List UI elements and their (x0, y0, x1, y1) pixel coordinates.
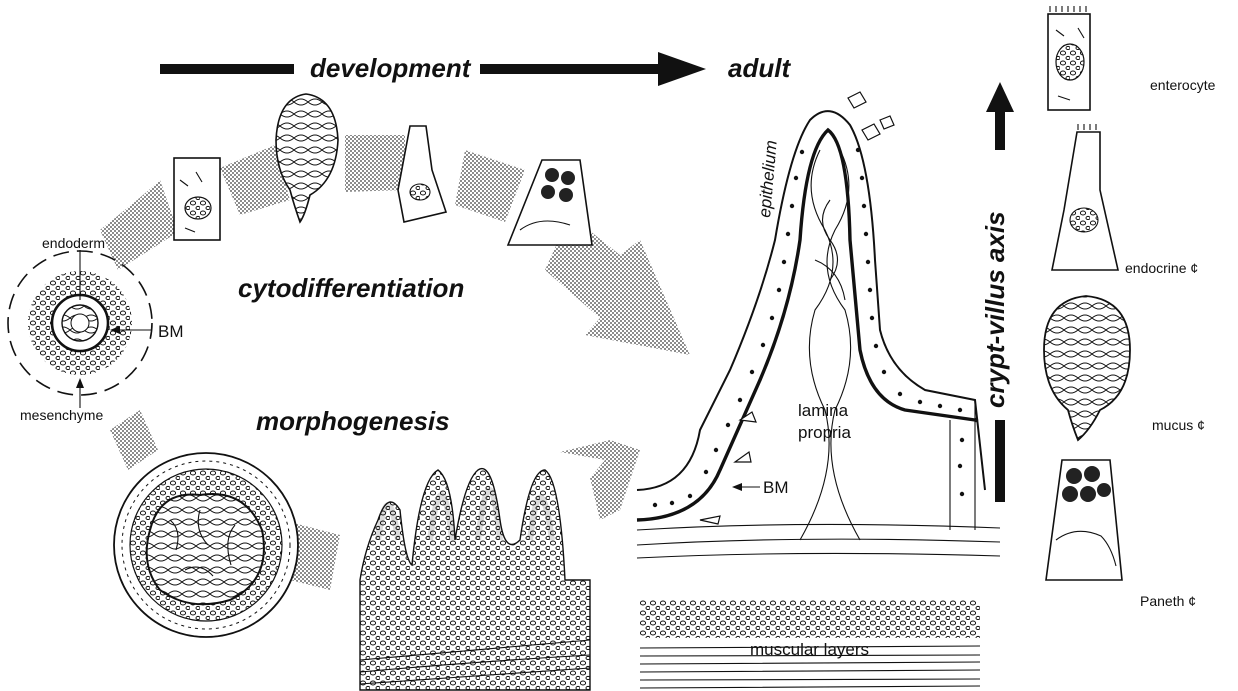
development-label: development (310, 53, 472, 83)
cytodiff-enterocyte-icon (174, 158, 220, 240)
endoderm-label: endoderm (42, 235, 105, 251)
enterocyte-label: enterocyte (1150, 77, 1216, 93)
lamina-propria-label-line2: propria (798, 423, 851, 442)
cytodifferentiation-label: cytodifferentiation (238, 273, 464, 303)
adult-label: adult (728, 53, 791, 83)
mucus-cell-icon (1044, 296, 1130, 440)
mesenchyme-label: mesenchyme (20, 407, 103, 423)
bm-left-label: BM (158, 322, 184, 341)
cytodiff-mucus-icon (276, 94, 338, 222)
fetal-gut-circle (114, 453, 298, 637)
developing-villi (360, 469, 590, 690)
muscular-layers-label: muscular layers (750, 640, 869, 659)
crypt-villus-axis-label: crypt-villus axis (980, 211, 1010, 408)
adult-villus (637, 92, 1000, 558)
epithelium-label: epithelium (755, 139, 781, 218)
paneth-cell-icon (1046, 460, 1122, 580)
endocrine-label: endocrine ¢ (1125, 260, 1198, 276)
endocrine-cell-icon (1052, 124, 1118, 270)
bm-villus-pointer (732, 483, 760, 491)
bm-villus-label: BM (763, 478, 789, 497)
embryonic-gut-section (8, 250, 152, 408)
lamina-propria-label-line1: lamina (798, 401, 849, 420)
cytodiff-endocrine-icon (398, 126, 446, 222)
paneth-label: Paneth ¢ (1140, 593, 1196, 609)
mucus-label: mucus ¢ (1152, 417, 1205, 433)
morphogenesis-label: morphogenesis (256, 406, 450, 436)
enterocyte-cell-icon (1048, 6, 1090, 110)
